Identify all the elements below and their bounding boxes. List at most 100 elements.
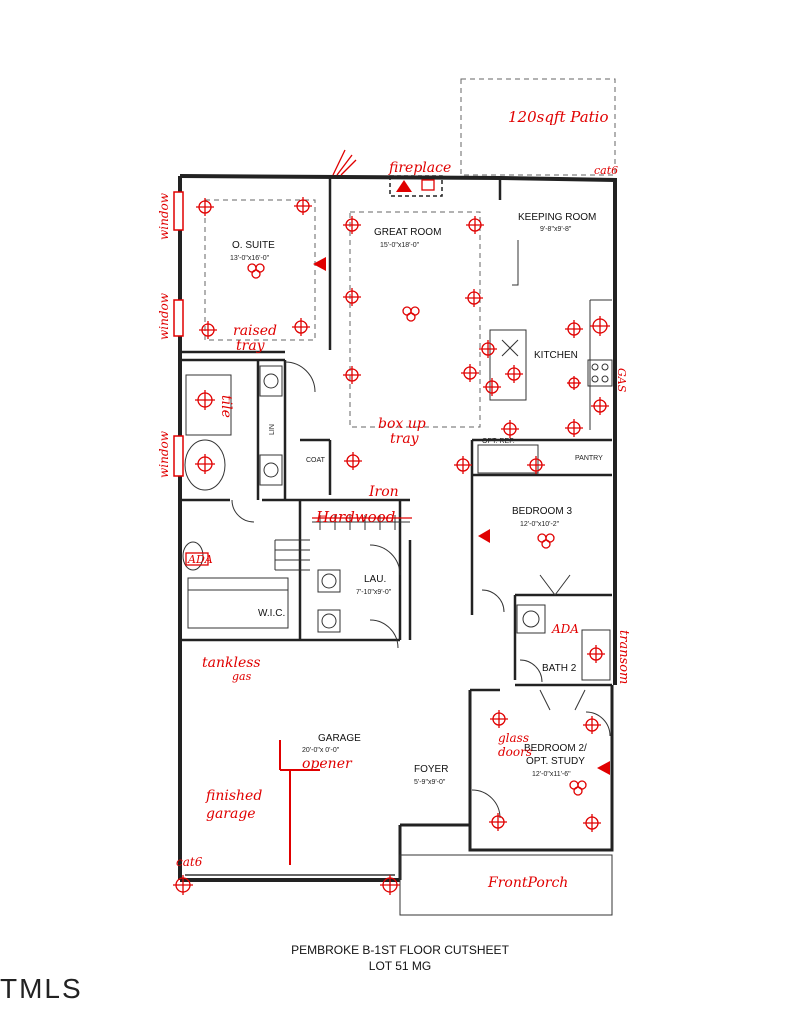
light-marker — [590, 316, 610, 336]
garage-dim: 20'-0"x 0'-0" — [302, 747, 340, 754]
bedroom3-dim: 12'-0"x10'-2" — [520, 521, 560, 528]
triangle-marker — [313, 257, 326, 271]
light-marker — [489, 813, 507, 831]
fireplace-box — [389, 175, 443, 197]
kitchen-label: KITCHEN — [534, 350, 578, 361]
tile-note: tile — [218, 395, 234, 418]
light-marker — [294, 197, 312, 215]
front-porch-note: FrontPorch — [487, 875, 568, 891]
fan-marker — [247, 263, 265, 279]
light-marker — [567, 376, 581, 390]
light-marker — [479, 340, 497, 358]
light-marker — [199, 321, 217, 339]
bedroom2-dim: 12'-0"x11'-6" — [532, 771, 571, 778]
light-marker — [195, 390, 215, 410]
iron-note: Iron — [368, 484, 399, 500]
light-marker — [527, 456, 545, 474]
bedroom2-label2: OPT. STUDY — [526, 756, 585, 767]
opt-ref-label: OPT. REF. — [482, 438, 515, 445]
sheet-lot: LOT 51 MG — [369, 959, 431, 973]
foyer-dim: 5'-9"x9'-0" — [414, 779, 446, 786]
fireplace-gas-box — [421, 179, 435, 191]
light-marker — [583, 716, 601, 734]
window-marker — [173, 299, 184, 337]
laundry-dim: 7'-10"x9'-0" — [356, 589, 392, 596]
triangle-marker — [597, 761, 610, 775]
light-marker — [490, 710, 508, 728]
finished-garage-note: finished — [205, 788, 262, 804]
fan-marker — [569, 780, 587, 796]
keeping-room-dim: 9'-8"x9'-8" — [540, 226, 572, 233]
fixtures — [182, 240, 613, 681]
hardwood-note: Hardwood — [315, 508, 395, 526]
ada-box — [185, 552, 209, 566]
mls-watermark: TMLS — [0, 973, 83, 1004]
owner-suite-label: O. SUITE — [232, 240, 275, 251]
light-marker — [343, 216, 361, 234]
pantry-label: PANTRY — [575, 455, 603, 462]
ceiling-fan-markers — [247, 263, 587, 796]
window-note-1: window — [157, 192, 171, 240]
great-room-dim: 15'-0"x18'-0" — [380, 242, 420, 249]
owner-suite-dim: 13'-0"x16'-0" — [230, 255, 270, 262]
light-marker — [466, 216, 484, 234]
light-marker — [465, 289, 483, 307]
box-up-tray-note: box up — [378, 416, 426, 432]
ada-note-2: ADA — [551, 622, 579, 636]
raised-tray-note: raised — [233, 323, 277, 339]
box-up-tray-note-2: tray — [390, 431, 420, 447]
light-marker — [380, 875, 400, 895]
light-marker — [343, 366, 361, 384]
light-marker — [196, 198, 214, 216]
patio-outline — [460, 78, 616, 176]
opener-note: opener — [302, 756, 353, 772]
light-marker — [344, 452, 362, 470]
glass-doors-note: glass — [498, 731, 529, 745]
ada-note-1: ADA — [187, 553, 213, 566]
light-marker — [565, 320, 583, 338]
wic-label: W.I.C. — [258, 608, 285, 619]
light-marker — [292, 318, 310, 336]
door-mark — [332, 149, 357, 176]
light-marker — [501, 420, 519, 438]
door-swings — [231, 361, 611, 819]
bedroom2-label: BEDROOM 2/ — [524, 743, 587, 754]
recessed-light-markers — [173, 197, 610, 895]
great-room-tray — [349, 211, 481, 428]
tankless-note-2: gas — [232, 670, 252, 683]
triangle-marker — [396, 180, 412, 192]
light-marker — [483, 378, 501, 396]
light-marker — [454, 456, 472, 474]
garage-label: GARAGE — [318, 733, 361, 744]
window-note-2: window — [157, 292, 171, 340]
light-marker — [591, 397, 609, 415]
light-marker — [583, 814, 601, 832]
light-marker — [505, 365, 523, 383]
data-outlet-markers — [313, 180, 610, 775]
light-marker — [195, 454, 215, 474]
great-room-label: GREAT ROOM — [374, 227, 441, 238]
window-note-3: window — [157, 430, 171, 478]
transom-note: transom — [616, 630, 631, 684]
tankless-note: tankless — [202, 655, 261, 671]
patio-label: 120sqft Patio — [508, 108, 609, 126]
fireplace-note: fireplace — [388, 160, 451, 176]
light-marker — [461, 364, 479, 382]
laundry-label: LAU. — [364, 574, 386, 585]
raised-tray-note-2: tray — [236, 338, 266, 354]
cat6-note-bottom: cat6 — [176, 855, 203, 869]
foyer-label: FOYER — [414, 764, 448, 775]
finished-garage-note-2: garage — [206, 806, 256, 822]
window-marker — [173, 191, 184, 231]
fan-marker — [537, 533, 555, 549]
bath2-label: BATH 2 — [542, 663, 577, 674]
window-marker — [173, 435, 184, 477]
fan-marker — [402, 306, 420, 322]
cat6-note-top: cat6 — [594, 164, 618, 177]
triangle-marker — [478, 529, 490, 543]
keeping-room-label: KEEPING ROOM — [518, 212, 596, 223]
light-marker — [343, 288, 361, 306]
linen-label: LIN — [269, 424, 276, 435]
coat-label: COAT — [306, 457, 326, 464]
